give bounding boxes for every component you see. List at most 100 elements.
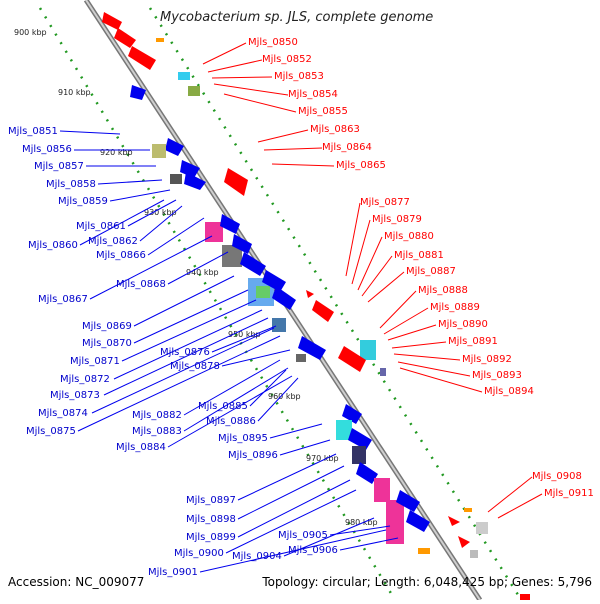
gene-arrow	[224, 168, 248, 196]
gene-block	[374, 478, 390, 502]
gene-arrow	[356, 462, 378, 484]
gene-label: Mjls_0904	[232, 551, 282, 562]
gene-label: Mjls_0886	[206, 416, 256, 427]
gene-label: Mjls_0877	[360, 197, 410, 208]
gene-block	[380, 368, 386, 376]
gene-block	[188, 86, 200, 96]
gene-arrow	[448, 516, 460, 526]
gene-block	[296, 354, 306, 362]
gene-label: Mjls_0869	[82, 321, 132, 332]
gene-arrow	[348, 428, 372, 450]
tick-label: 970 kbp	[306, 454, 339, 463]
right-leader-lines	[202, 42, 543, 519]
gene-label: Mjls_0898	[186, 514, 236, 525]
accession-text: Accession: NC_009077	[8, 575, 145, 589]
tick-label: 920 kbp	[100, 148, 133, 157]
gene-arrow	[240, 252, 266, 276]
gene-label: Mjls_0885	[198, 401, 248, 412]
gene-label: Mjls_0858	[46, 179, 96, 190]
gene-label: Mjls_0880	[384, 231, 434, 242]
gene-label: Mjls_0852	[262, 54, 312, 65]
gene-label: Mjls_0887	[406, 266, 456, 277]
gene-arrow	[102, 12, 122, 30]
gene-arrow	[128, 46, 156, 70]
gene-label: Mjls_0859	[58, 196, 108, 207]
gene-label: Mjls_0865	[336, 160, 386, 171]
gene-label: Mjls_0850	[248, 37, 298, 48]
gene-block	[222, 245, 242, 267]
gene-label: Mjls_0871	[70, 356, 120, 367]
gene-label: Mjls_0893	[472, 370, 522, 381]
gene-arrow	[180, 160, 200, 178]
gene-label: Mjls_0883	[132, 426, 182, 437]
map-title: Mycobacterium sp. JLS, complete genome	[160, 10, 434, 25]
gene-label: Mjls_0853	[274, 71, 324, 82]
gene-label: Mjls_0863	[310, 124, 360, 135]
gene-label: Mjls_0864	[322, 142, 372, 153]
gene-label: Mjls_0874	[38, 408, 88, 419]
gene-block	[520, 594, 530, 600]
gene-arrow	[232, 234, 252, 254]
gene-arrow	[342, 404, 362, 424]
outer-dotted-track	[38, 7, 394, 596]
gene-label: Mjls_0873	[50, 390, 100, 401]
gene-label: Mjls_0882	[132, 410, 182, 421]
gene-label: Mjls_0867	[38, 294, 88, 305]
forward-strand-features	[102, 12, 530, 600]
gene-label: Mjls_0878	[170, 361, 220, 372]
gene-label: Mjls_0860	[28, 240, 78, 251]
gene-arrow	[306, 290, 314, 298]
tick-label: 940 kbp	[186, 268, 219, 277]
gene-arrow	[130, 85, 146, 100]
gene-label: Mjls_0876	[160, 347, 210, 358]
tick-label: 950 kbp	[228, 330, 261, 339]
tick-label: 980 kbp	[345, 518, 378, 527]
gene-arrow	[396, 490, 420, 512]
gene-label: Mjls_0892	[462, 354, 512, 365]
gene-block	[152, 144, 166, 158]
gene-label: Mjls_0861	[76, 221, 126, 232]
reverse-strand-features	[130, 85, 430, 554]
gene-label: Mjls_0855	[298, 106, 348, 117]
gene-label: Mjls_0879	[372, 214, 422, 225]
gene-label: Mjls_0899	[186, 532, 236, 543]
gene-label: Mjls_0881	[394, 250, 444, 261]
gene-label: Mjls_0906	[288, 545, 338, 556]
gene-arrow	[406, 510, 430, 532]
gene-arrow	[458, 536, 470, 548]
gene-block	[470, 550, 478, 558]
gene-label: Mjls_0896	[228, 450, 278, 461]
inner-dotted-track	[148, 7, 522, 599]
gene-arrow	[220, 214, 240, 234]
tick-label: 900 kbp	[14, 28, 47, 37]
gene-arrow	[114, 28, 136, 48]
tick-label: 930 kbp	[144, 208, 177, 217]
gene-arrow	[184, 172, 206, 190]
gene-block	[336, 420, 352, 440]
gene-block	[418, 548, 430, 554]
gene-block	[386, 500, 404, 544]
gene-block	[178, 72, 190, 80]
gene-arrow	[262, 270, 286, 292]
gene-label: Mjls_0868	[116, 279, 166, 290]
gene-block	[464, 508, 472, 512]
gene-label: Mjls_0857	[34, 161, 84, 172]
genome-summary-text: Topology: circular; Length: 6,048,425 bp…	[262, 575, 592, 589]
gene-block	[476, 522, 488, 534]
gene-block	[360, 340, 376, 360]
gene-label: Mjls_0895	[218, 433, 268, 444]
right-gene-labels: Mjls_0850 Mjls_0852 Mjls_0853 Mjls_0854 …	[248, 37, 594, 499]
gene-label: Mjls_0854	[288, 89, 338, 100]
gene-label: Mjls_0890	[438, 319, 488, 330]
gene-label: Mjls_0888	[418, 285, 468, 296]
left-gene-labels: Mjls_0851 Mjls_0856 Mjls_0857 Mjls_0858 …	[8, 126, 338, 578]
gene-label: Mjls_0872	[60, 374, 110, 385]
gene-label: Mjls_0891	[448, 336, 498, 347]
left-leader-lines	[59, 130, 399, 573]
gene-label: Mjls_0866	[96, 250, 146, 261]
gene-block	[170, 174, 182, 184]
gene-label: Mjls_0905	[278, 530, 328, 541]
gene-arrow	[298, 336, 326, 360]
